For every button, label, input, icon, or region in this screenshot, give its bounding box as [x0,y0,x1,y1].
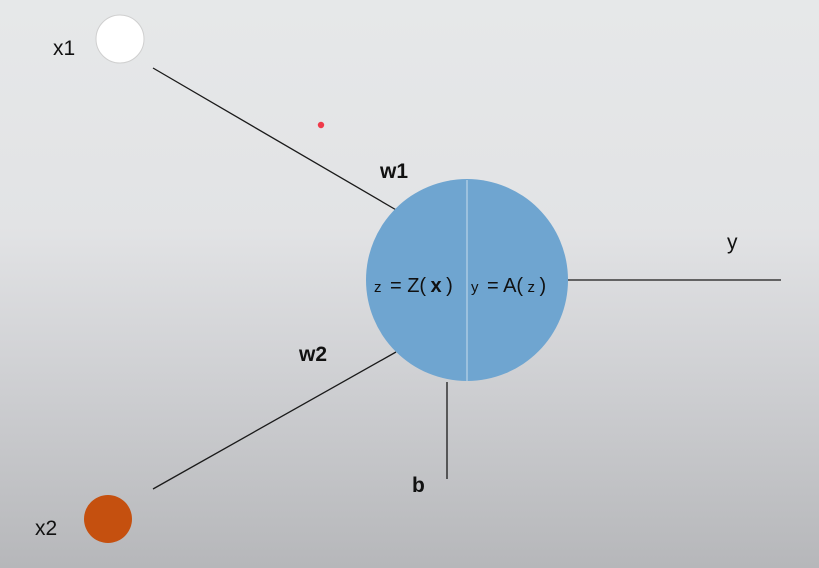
output-label: y [727,231,738,254]
aggregation-equation: z = Z( x ) [374,275,453,297]
input-node-x2 [84,495,132,543]
aggregation-argument: x [431,275,442,297]
input-node-x1 [95,14,145,64]
input-label-x1: x1 [53,37,75,60]
weight-label-w1: w1 [379,160,408,183]
activation-equation: y = A( z ) [471,275,546,297]
neuron-circle [366,179,568,381]
aggregation-close: ) [446,275,453,297]
activation-function: = A( [487,275,523,297]
bias-label: b [412,474,425,497]
activation-symbol: y [471,279,479,296]
input-label-x2: x2 [35,517,57,540]
edge-x1-to-neuron [152,67,399,212]
aggregation-symbol: z [374,279,382,296]
activation-argument: z [528,279,536,296]
activation-close: ) [540,275,547,297]
weight-label-w2: w2 [298,343,327,366]
edge-x2-to-neuron [152,351,397,490]
pointer-dot [317,121,325,129]
aggregation-function: = Z( [390,275,426,297]
